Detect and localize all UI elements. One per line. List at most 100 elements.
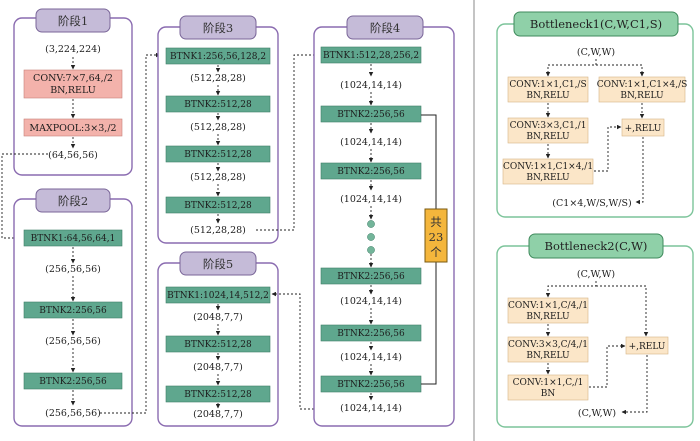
bottleneck2-title-badge	[528, 233, 664, 259]
bottleneck1-conv-a-bn: BN,RELU	[526, 91, 570, 101]
stage3-title-badge	[179, 15, 257, 40]
stage1-maxpool-label: MAXPOOL:3×3,/2	[29, 123, 116, 134]
bottleneck1-conv-b-bn: BN,RELU	[526, 132, 570, 142]
stage2-block-2	[23, 372, 123, 390]
stage4-block-4-label: BTNK2:256,56	[337, 329, 405, 339]
bottleneck1-title: Bottleneck1(C,W,C1,S)	[530, 17, 662, 31]
ellipsis-dot	[367, 246, 375, 254]
repeat-count-box	[424, 208, 448, 263]
bottleneck2-input-shape: (C,W,W)	[577, 269, 615, 280]
stage3-block-0-label: BTNK1:256,56,128,2	[170, 52, 266, 62]
stage1-conv-label: CONV:7×7,64,/2	[33, 73, 113, 84]
stage3-panel: 阶段3 BTNK1:256,56,128,2 (512,28,28) BTNK2…	[157, 15, 279, 244]
bottleneck1-shortcut-label: CONV:1×1,C1×4,/S	[597, 80, 688, 90]
bottleneck2-conv-c-label: CONV:1×1,C,/1	[513, 378, 584, 388]
bottleneck2-conv-c	[507, 374, 589, 401]
bottleneck2-conv-a-label: CONV:1×1,C/4,/1	[508, 301, 588, 311]
bottleneck1-title-badge	[513, 11, 679, 37]
stage4-shape-3: (1024,14,14)	[340, 296, 402, 307]
stage5-block-0-label: BTNK1:1024,14,512,2	[167, 291, 269, 301]
stage1-output-shape: (64,56,56)	[48, 150, 98, 161]
ellipsis-dot	[367, 233, 375, 241]
bottleneck1-shortcut-bn: BN,RELU	[620, 91, 664, 101]
stage1-conv-block	[23, 69, 123, 99]
stage5-block-1	[165, 335, 271, 353]
stage2-shape-2: (256,56,56)	[45, 408, 101, 419]
stage4-block-4	[320, 324, 422, 342]
stage3-block-3-label: BTNK2:512,28	[184, 201, 252, 211]
bottleneck1-add-relu	[621, 118, 665, 137]
bottleneck1-conv-c	[502, 158, 594, 185]
stage1-panel: 阶段1 (3,224,224) CONV:7×7,64,/2 BN,RELU M…	[13, 8, 133, 176]
stage4-shape-0: (1024,14,14)	[340, 80, 402, 91]
stage3-shape-2: (512,28,28)	[190, 172, 246, 183]
bottleneck1-conv-b-label: CONV:3×3,C1,/1	[510, 121, 587, 131]
bottleneck1-panel: Bottleneck1(C,W,C1,S) (C,W,W) CONV:1×1,C…	[496, 11, 694, 218]
stage1-title-badge	[35, 8, 111, 33]
repeat-count-label-3: 个	[430, 245, 442, 259]
stage3-block-1	[165, 95, 271, 113]
stage2-title-badge	[35, 188, 111, 213]
stage2-block-0	[23, 229, 123, 247]
stage3-block-0	[165, 47, 271, 65]
bottleneck2-conv-b	[507, 336, 589, 363]
stage5-panel: 阶段5 BTNK1:1024,14,512,2 (2048,7,7) BTNK2…	[157, 251, 279, 427]
stage4-shape-5: (1024,14,14)	[340, 403, 402, 414]
stage1-input-shape: (3,224,224)	[45, 44, 101, 55]
ellipsis-dot	[367, 220, 375, 228]
stage5-block-0	[165, 286, 271, 304]
stage4-title-badge	[346, 15, 424, 40]
stage4-block-2-label: BTNK2:256,56	[337, 167, 405, 177]
bottleneck2-add-label: +,RELU	[629, 342, 666, 352]
stage2-shape-0: (256,56,56)	[45, 264, 101, 275]
bottleneck1-shortcut-conv	[598, 76, 686, 103]
stage1-maxpool-block	[23, 118, 123, 137]
stage4-block-5-label: BTNK2:256,56	[337, 380, 405, 390]
bottleneck2-output-shape: (C,W,W)	[578, 408, 616, 419]
stage3-shape-0: (512,28,28)	[190, 73, 246, 84]
stage4-block-0	[320, 46, 422, 64]
stage4-block-3	[320, 267, 422, 285]
stage5-block-1-label: BTNK2:512,28	[184, 340, 252, 350]
stage5-title: 阶段5	[203, 257, 233, 271]
bottleneck1-conv-b	[507, 117, 589, 144]
stage2-panel: 阶段2 BTNK1:64,56,64,1 (256,56,56) BTNK2:2…	[13, 188, 133, 427]
stage2-title: 阶段2	[58, 194, 88, 208]
stage2-block-1-label: BTNK2:256,56	[39, 306, 107, 316]
bottleneck2-conv-a-bn: BN,RELU	[526, 312, 570, 322]
stage2-block-2-label: BTNK2:256,56	[39, 377, 107, 387]
bottleneck2-add-relu	[625, 336, 669, 355]
bottleneck1-add-label: +,RELU	[625, 124, 662, 134]
stage4-block-1	[320, 105, 422, 123]
bottleneck2-conv-a	[507, 297, 589, 324]
bottleneck2-title: Bottleneck2(C,W)	[545, 239, 648, 253]
stage5-block-2-label: BTNK2:512,28	[184, 390, 252, 400]
stage4-shape-4: (1024,14,14)	[340, 352, 402, 363]
stage1-conv-bn-label: BN,RELU	[50, 85, 96, 96]
stage4-block-0-label: BTNK1:512,28,256,2	[323, 51, 419, 61]
bottleneck1-conv-a	[507, 76, 589, 103]
stage5-title-badge	[179, 251, 257, 276]
stage5-shape-1: (2048,7,7)	[193, 362, 243, 373]
stage3-block-2-label: BTNK2:512,28	[184, 150, 252, 160]
repeat-count-label-2: 23	[429, 230, 444, 244]
bottleneck2-conv-c-bn: BN	[541, 389, 556, 399]
stage5-block-2	[165, 385, 271, 403]
stage4-block-2	[320, 162, 422, 180]
stage5-shape-0: (2048,7,7)	[193, 312, 243, 323]
bottleneck1-input-shape: (C,W,W)	[577, 47, 615, 58]
bottleneck1-conv-c-bn: BN,RELU	[526, 173, 570, 183]
bottleneck1-output-shape: (C1×4,W/S,W/S)	[552, 198, 631, 209]
bottleneck1-conv-c-label: CONV:1×1,C1×4,/1	[503, 162, 593, 172]
stage2-block-0-label: BTNK1:64,56,64,1	[31, 234, 116, 244]
stage3-shape-3: (512,28,28)	[190, 225, 246, 236]
stage4-panel: 阶段4 BTNK1:512,28,256,2 (1024,14,14) BTNK…	[313, 15, 455, 427]
repeat-count-label-1: 共	[430, 215, 442, 229]
stage3-block-3	[165, 196, 271, 214]
stage3-block-1-label: BTNK2:512,28	[184, 100, 252, 110]
stage5-shape-2: (2048,7,7)	[193, 409, 243, 420]
stage4-title: 阶段4	[370, 21, 400, 35]
stage2-block-1	[23, 301, 123, 319]
bottleneck2-conv-b-bn: BN,RELU	[526, 351, 570, 361]
